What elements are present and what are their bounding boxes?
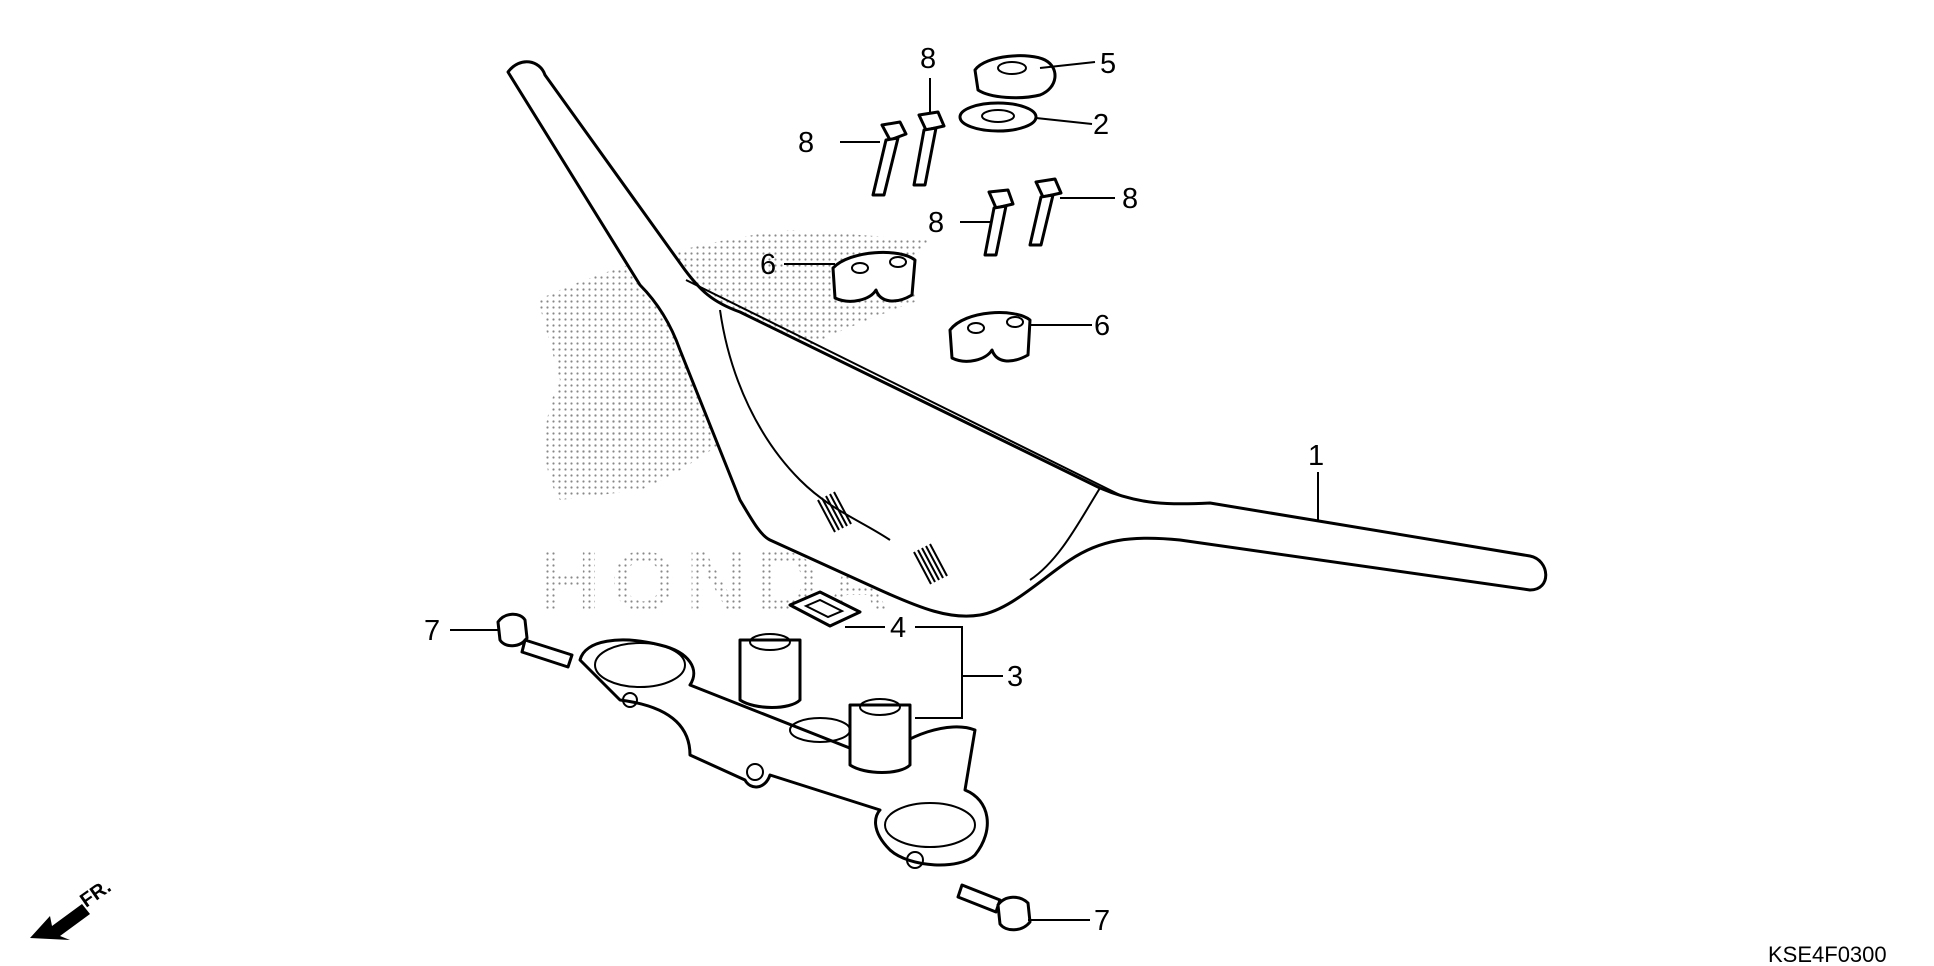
lower-bridge <box>578 633 989 869</box>
holder-upper-right <box>948 311 1032 363</box>
nut <box>973 54 1057 100</box>
bolt-left <box>496 612 574 669</box>
knurl-right <box>913 543 948 585</box>
rubber-pad <box>788 590 862 628</box>
callout-2: 2 <box>1093 109 1109 141</box>
callout-1: 1 <box>1308 440 1324 472</box>
callout-5: 5 <box>1100 48 1116 80</box>
bolt-a <box>871 120 908 197</box>
knurl-left <box>817 491 852 533</box>
bolt-bottom <box>956 883 1032 932</box>
callout-3: 3 <box>1007 661 1023 693</box>
callout-7: 7 <box>1094 905 1110 937</box>
bolt-b <box>912 110 946 187</box>
callout-7: 7 <box>424 615 440 647</box>
front-direction-indicator: FR. <box>30 876 115 940</box>
callout-8: 8 <box>1122 183 1138 215</box>
callout-4: 4 <box>890 612 906 644</box>
callout-6: 6 <box>1094 310 1110 342</box>
leaders <box>450 61 1319 921</box>
callout-6: 6 <box>760 249 776 281</box>
bolt-d <box>1028 177 1063 247</box>
washer <box>958 101 1038 133</box>
callout-8: 8 <box>920 43 936 75</box>
holder-upper-left <box>831 250 917 303</box>
bolt-c <box>983 188 1015 257</box>
drawing-code: KSE4F0300 <box>1768 942 1887 966</box>
callout-8: 8 <box>928 207 944 239</box>
handlebar <box>506 60 1548 618</box>
callout-8: 8 <box>798 127 814 159</box>
front-arrow-icon <box>30 904 90 940</box>
callouts: 5 2 8 8 8 8 6 6 1 4 3 7 7 <box>424 43 1324 937</box>
